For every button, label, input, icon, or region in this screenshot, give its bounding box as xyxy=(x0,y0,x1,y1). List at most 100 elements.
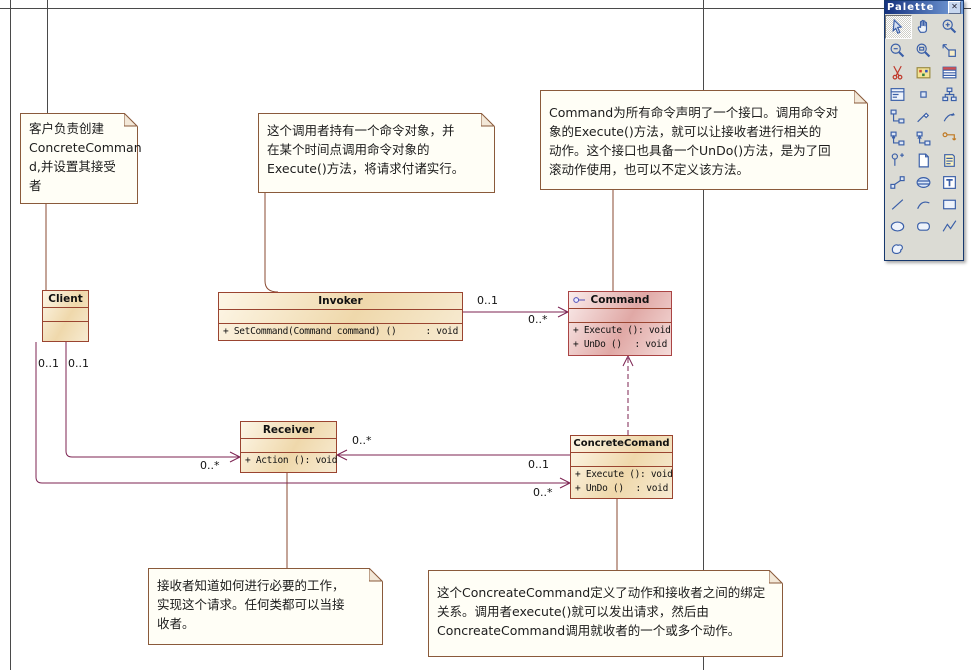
association-client-receiver[interactable] xyxy=(65,342,240,458)
arrowhead-icon xyxy=(559,477,572,489)
operation[interactable]: + Action () : void xyxy=(245,455,338,466)
operation[interactable]: + Execute () : void xyxy=(573,325,671,336)
zoom-in-tool-icon xyxy=(942,19,957,33)
class-name: Invoker xyxy=(219,293,462,310)
palette-zoom-out-tool[interactable] xyxy=(885,39,910,61)
palette-object-tool[interactable] xyxy=(911,83,936,105)
class-client[interactable]: Client xyxy=(42,290,89,342)
class-invoker[interactable]: Invoker + SetCommand(Command command) ()… xyxy=(218,292,463,341)
cut-tool-icon xyxy=(892,65,903,80)
note-fold-icon xyxy=(854,90,868,104)
roundrect-tool-icon xyxy=(917,221,930,231)
attributes-compartment xyxy=(571,453,672,467)
text-tool-icon xyxy=(943,175,956,189)
locate-tool-icon xyxy=(942,43,956,57)
palette-rect-tool[interactable] xyxy=(937,193,962,215)
palette-locate-tool[interactable] xyxy=(937,39,962,61)
multiplicity-label[interactable]: 0..* xyxy=(200,459,220,472)
palette-arc-tool[interactable] xyxy=(911,193,936,215)
operations-compartment: + Execute () : void + UnDo () : void xyxy=(569,323,671,353)
palette-ellipse-tool[interactable] xyxy=(885,215,910,237)
note-text: Command为所有命令声明了一个接口。调用命令对 象的Execute()方法，… xyxy=(549,105,839,177)
palette-zoom-area-tool[interactable] xyxy=(911,39,936,61)
palette-grid xyxy=(885,14,963,259)
note-text: 这个调用者持有一个命令对象，并 在某个时间点调用命令对象的 Execute()方… xyxy=(267,123,465,176)
multiplicity-label[interactable]: 0..1 xyxy=(528,458,549,471)
operation[interactable]: + UnDo () : void xyxy=(575,483,668,494)
operations-compartment xyxy=(43,322,88,340)
palette-title: Palette xyxy=(887,1,935,13)
interface-tool-icon xyxy=(891,152,904,166)
palette-pan-tool[interactable] xyxy=(911,15,936,37)
arrowhead-icon xyxy=(335,449,348,461)
palette-roundrect-tool[interactable] xyxy=(911,215,936,237)
pan-tool-icon xyxy=(917,19,928,33)
palette-polyline-tool[interactable] xyxy=(937,215,962,237)
class-receiver[interactable]: Receiver + Action () : void xyxy=(240,421,337,473)
palette-aggregation-tool[interactable] xyxy=(911,105,936,127)
palette-note-text-tool[interactable] xyxy=(937,149,962,171)
note-text: 客户负责创建 ConcreteComman d,并设置其接受 者 xyxy=(29,121,142,193)
palette-freeform-tool[interactable] xyxy=(885,237,910,259)
interface-command[interactable]: Command + Execute () : void + UnDo () : … xyxy=(568,291,672,356)
note-invoker[interactable]: 这个调用者持有一个命令对象，并 在某个时间点调用命令对象的 Execute()方… xyxy=(258,113,495,193)
note-client[interactable]: 客户负责创建 ConcreteComman d,并设置其接受 者 xyxy=(20,113,142,204)
operation[interactable]: + SetCommand(Command command) () : void xyxy=(223,326,458,337)
palette-line-tool[interactable] xyxy=(885,193,910,215)
table-tool-icon xyxy=(942,66,957,78)
dependency-tool-icon xyxy=(943,112,955,122)
note-concrete[interactable]: 这个ConcreateCommand定义了动作和接收者之间的绑定 关系。调用者e… xyxy=(428,570,783,657)
multiplicity-label[interactable]: 0..1 xyxy=(477,294,498,307)
palette-generalization-tool[interactable] xyxy=(911,127,936,149)
generalization-tool-icon xyxy=(916,131,931,145)
palette-cut-tool[interactable] xyxy=(885,61,910,83)
note-fold-icon xyxy=(769,570,783,584)
hierarchy-tool-icon xyxy=(942,87,957,101)
palette-object-link-tool[interactable] xyxy=(885,171,910,193)
palette-color-palette-tool[interactable] xyxy=(911,61,936,83)
object-link-tool-icon xyxy=(890,175,905,189)
palette-association-tool[interactable] xyxy=(885,105,910,127)
class-name: Client xyxy=(43,291,88,308)
multiplicity-label[interactable]: 0..1 xyxy=(38,357,59,370)
arrowhead-icon xyxy=(229,451,242,463)
note-text: 接收者知道如何进行必要的工作， 实现这个请求。任何类都可以当接 收者。 xyxy=(157,578,345,631)
palette-composition-tool[interactable] xyxy=(885,127,910,149)
note-fold-icon xyxy=(369,568,383,582)
page-boundary-line xyxy=(10,0,11,670)
palette-zoom-in-tool[interactable] xyxy=(937,15,962,37)
multiplicity-label[interactable]: 0..* xyxy=(533,486,553,499)
operation[interactable]: + UnDo () : void xyxy=(573,339,667,350)
page-boundary-line xyxy=(703,0,704,670)
zoom-out-tool-icon xyxy=(890,43,905,57)
palette-text-tool[interactable] xyxy=(937,171,962,193)
palette-hierarchy-tool[interactable] xyxy=(937,83,962,105)
palette-window[interactable]: Palette ✕ xyxy=(884,0,964,261)
palette-select-tool[interactable] xyxy=(885,15,912,39)
multiplicity-label[interactable]: 0..1 xyxy=(68,357,89,370)
page-boundary-line xyxy=(47,0,48,113)
palette-titlebar[interactable]: Palette ✕ xyxy=(885,1,963,14)
class-name: Command xyxy=(569,292,671,309)
line-tool-icon xyxy=(891,198,904,210)
color-palette-tool-icon xyxy=(916,66,931,78)
palette-dependency-tool[interactable] xyxy=(937,105,962,127)
operation[interactable]: + Execute () : void xyxy=(575,469,673,480)
palette-interface-tool[interactable] xyxy=(885,149,910,171)
note-fold-icon xyxy=(481,113,495,127)
palette-realization-tool[interactable] xyxy=(937,127,962,149)
class-concrete-command[interactable]: ConcreteComand + Execute () : void + UnD… xyxy=(570,435,673,499)
palette-class-tool[interactable] xyxy=(885,83,910,105)
multiplicity-label[interactable]: 0..* xyxy=(528,313,548,326)
close-icon[interactable]: ✕ xyxy=(948,1,961,14)
note-receiver[interactable]: 接收者知道如何进行必要的工作， 实现这个请求。任何类都可以当接 收者。 xyxy=(148,568,383,645)
note-command[interactable]: Command为所有命令声明了一个接口。调用命令对 象的Execute()方法，… xyxy=(540,90,868,190)
palette-table-tool[interactable] xyxy=(937,61,962,83)
palette-package-tool[interactable] xyxy=(911,171,936,193)
arrowhead-icon xyxy=(557,306,570,318)
select-tool-icon xyxy=(892,18,903,34)
multiplicity-label[interactable]: 0..* xyxy=(352,434,372,447)
palette-note-tool[interactable] xyxy=(911,149,936,171)
note-link-invoker[interactable] xyxy=(264,193,279,293)
